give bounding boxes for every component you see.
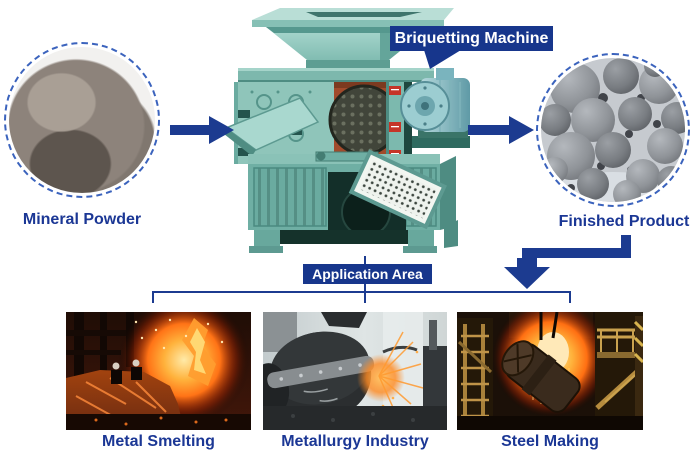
mineral-powder-caption: Mineral Powder — [22, 211, 142, 228]
right-arrow-icon — [468, 116, 534, 144]
mineral-powder-image — [9, 47, 155, 193]
elbow-down-arrow-icon — [504, 235, 631, 289]
mineral-powder-photo — [4, 42, 160, 198]
metallurgy-industry-caption: Metallurgy Industry — [281, 433, 429, 450]
finished-product-photo — [536, 53, 690, 207]
metal-smelting-photo — [66, 294, 251, 430]
machine-motor — [400, 68, 470, 148]
machine-screen — [315, 149, 447, 230]
steel-making-caption: Steel Making — [501, 433, 599, 450]
steel-making-photo — [457, 298, 645, 430]
application-bracket — [152, 284, 571, 303]
application-area-label: Application Area — [303, 264, 432, 284]
machine-legs — [249, 220, 458, 253]
finished-product-caption: Finished Product — [558, 213, 690, 230]
metal-smelting-caption: Metal Smelting — [102, 433, 215, 450]
finished-product-image — [541, 58, 685, 202]
briquetting-machine-label: Briquetting Machine — [390, 26, 553, 51]
metallurgy-industry-photo — [252, 312, 447, 430]
